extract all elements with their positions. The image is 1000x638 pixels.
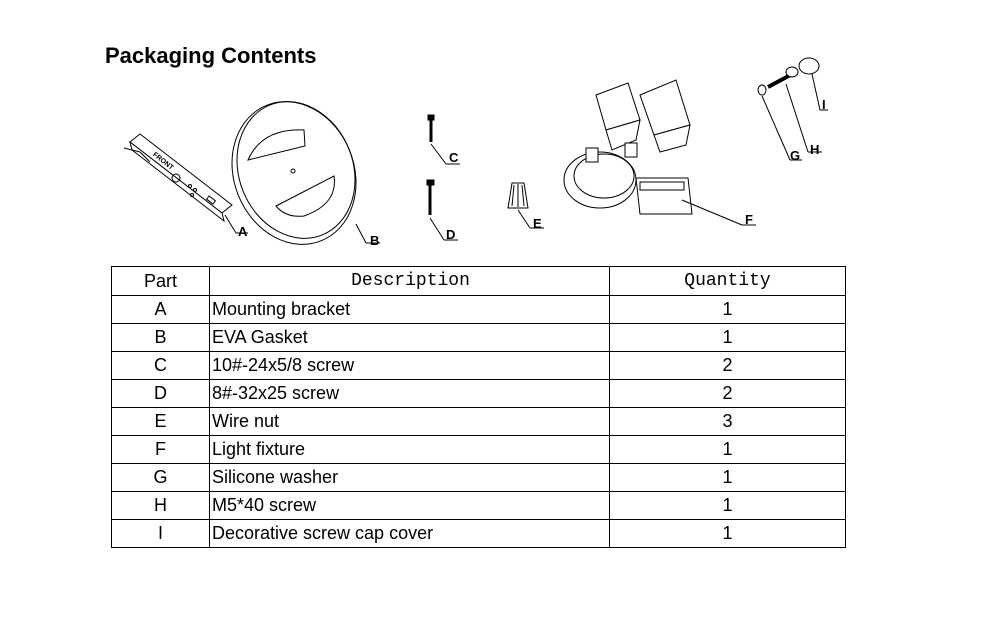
description-cell: Decorative screw cap cover: [209, 519, 610, 548]
table-row: C 10#-24x5/8 screw 2: [111, 351, 846, 380]
screw-d-drawing: [426, 179, 458, 241]
packaging-contents-table: Part Description Quantity A Mounting bra…: [111, 266, 846, 548]
part-cell: B: [111, 323, 210, 352]
part-cell: G: [111, 463, 210, 492]
part-cell: A: [111, 295, 210, 324]
callout-i: I: [822, 97, 826, 112]
part-cell: E: [111, 407, 210, 436]
quantity-cell: 1: [609, 323, 846, 352]
callout-e: E: [533, 216, 542, 231]
quantity-cell: 1: [609, 463, 846, 492]
callout-d: D: [446, 227, 455, 242]
header-part: Part: [111, 266, 210, 296]
description-cell: 8#-32x25 screw: [209, 379, 610, 408]
table-row: F Light fixture 1: [111, 435, 846, 464]
parts-illustration: FRONT: [123, 57, 828, 248]
part-cell: D: [111, 379, 210, 408]
table-header-row: Part Description Quantity: [111, 266, 846, 296]
description-cell: Wire nut: [209, 407, 610, 436]
eva-gasket-drawing: [231, 101, 380, 245]
part-cell: I: [111, 519, 210, 548]
wire-nut-drawing: [507, 182, 544, 229]
table-row: G Silicone washer 1: [111, 463, 846, 492]
light-fixture-drawing: [563, 79, 756, 226]
header-quantity: Quantity: [609, 266, 846, 296]
description-cell: Mounting bracket: [209, 295, 610, 324]
callout-g: G: [790, 148, 800, 163]
page-title: Packaging Contents: [105, 43, 317, 68]
callout-b: B: [370, 233, 379, 248]
screw-c-drawing: [427, 114, 460, 165]
header-description: Description: [209, 266, 610, 296]
description-cell: Light fixture: [209, 435, 610, 464]
washer-screw-cap-drawing: [757, 57, 828, 161]
quantity-cell: 1: [609, 435, 846, 464]
quantity-cell: 2: [609, 351, 846, 380]
callout-h: H: [810, 142, 819, 157]
table-row: H M5*40 screw 1: [111, 491, 846, 520]
description-cell: M5*40 screw: [209, 491, 610, 520]
callout-c: C: [449, 150, 459, 165]
description-cell: 10#-24x5/8 screw: [209, 351, 610, 380]
quantity-cell: 1: [609, 519, 846, 548]
table-row: E Wire nut 3: [111, 407, 846, 436]
callout-a: A: [238, 224, 248, 239]
mounting-bracket-drawing: [123, 133, 248, 234]
quantity-cell: 1: [609, 295, 846, 324]
table-row: D 8#-32x25 screw 2: [111, 379, 846, 408]
table-row: B EVA Gasket 1: [111, 323, 846, 352]
description-cell: EVA Gasket: [209, 323, 610, 352]
part-cell: F: [111, 435, 210, 464]
table-row: I Decorative screw cap cover 1: [111, 519, 846, 548]
quantity-cell: 1: [609, 491, 846, 520]
table-row: A Mounting bracket 1: [111, 295, 846, 324]
quantity-cell: 3: [609, 407, 846, 436]
part-cell: C: [111, 351, 210, 380]
quantity-cell: 2: [609, 379, 846, 408]
callout-f: F: [745, 212, 753, 227]
description-cell: Silicone washer: [209, 463, 610, 492]
part-cell: H: [111, 491, 210, 520]
